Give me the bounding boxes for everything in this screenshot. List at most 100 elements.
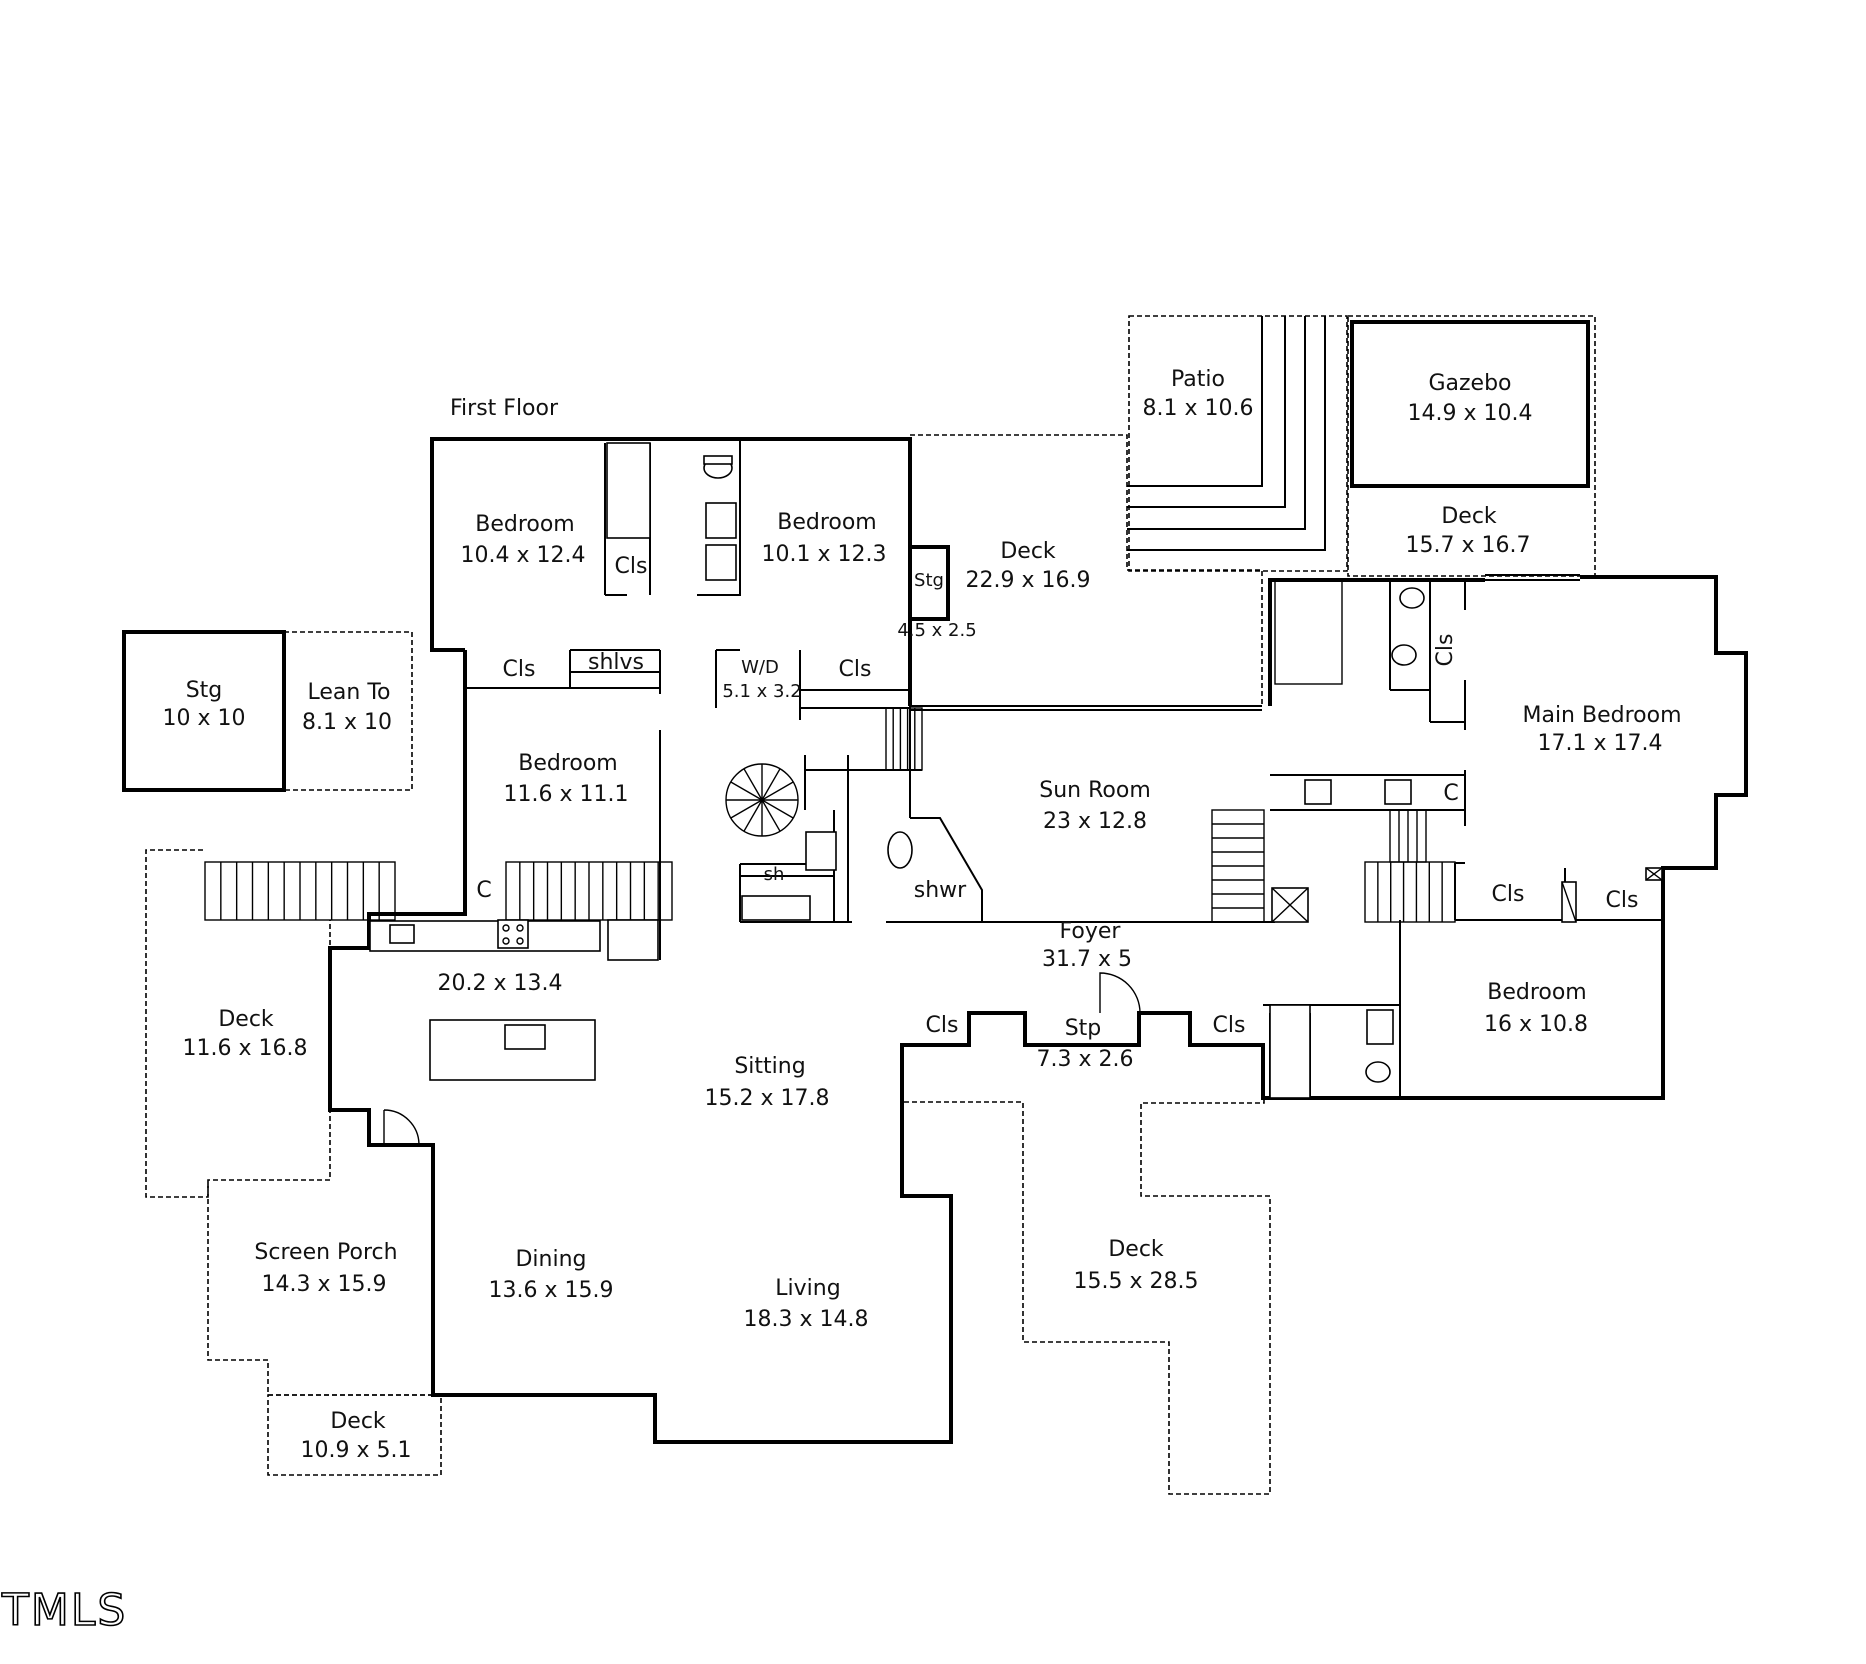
stoop-name: Stp <box>1065 1016 1102 1041</box>
gazebo-dims: 14.9 x 10.4 <box>1408 401 1533 426</box>
spiral-tread <box>730 781 763 801</box>
sink-icon <box>1384 779 1412 805</box>
closet-label: Cls <box>615 554 648 579</box>
toilet-icon <box>1399 587 1425 609</box>
patio-dims: 8.1 x 10.6 <box>1143 396 1254 421</box>
entry-door-swing <box>1099 972 1141 1014</box>
stg-outer-name: Stg <box>186 678 223 703</box>
kitchen-dims: 20.2 x 13.4 <box>438 971 563 996</box>
deck-small-name: Deck <box>330 1409 386 1434</box>
patio-outline <box>1128 315 1348 572</box>
closet-label: Cls <box>1492 882 1525 907</box>
room-labels: Stg 10 x 10 Lean To 8.1 x 10 Bedroom 10.… <box>163 367 1682 1463</box>
closet-label: Cls <box>839 657 872 682</box>
sun-room-dims: 23 x 12.8 <box>1043 809 1147 834</box>
closet-label: Cls <box>1606 888 1639 913</box>
fixtures <box>369 442 1663 1146</box>
gazebo-name: Gazebo <box>1428 371 1511 396</box>
washer-dryer-label: W/D <box>741 657 779 678</box>
annotation-labels: Cls Cls shlvs W/D 5.1 x 3.2 Cls C sh shw… <box>476 554 1638 1038</box>
closet-c-label: C <box>476 878 491 903</box>
stove-icon <box>497 919 529 949</box>
shelves-label: shlvs <box>588 650 644 675</box>
spiral-tread <box>730 799 763 819</box>
closet-label: Cls <box>1213 1013 1246 1038</box>
sitting-dims: 15.2 x 17.8 <box>705 1086 830 1111</box>
toilet-icon <box>1365 1061 1391 1083</box>
shower-sh-label: sh <box>764 864 785 885</box>
deck-south-name: Deck <box>1108 1237 1164 1262</box>
island-sink-icon <box>504 1024 546 1050</box>
deck-ne-dims: 15.7 x 16.7 <box>1406 533 1531 558</box>
bedroom-w-name: Bedroom <box>518 751 618 776</box>
bedroom-n-name: Bedroom <box>777 510 877 535</box>
small-storage <box>908 545 950 621</box>
patio-steps <box>1127 316 1326 551</box>
deck-north-outline <box>910 434 1263 706</box>
spiral-tread <box>761 781 794 801</box>
tub-icon <box>741 895 811 921</box>
shower-label: shwr <box>914 878 967 903</box>
bedroom-n-dims: 10.1 x 12.3 <box>762 542 887 567</box>
closet-c-label: C <box>1443 781 1458 806</box>
sink-icon <box>705 544 737 581</box>
stairs <box>204 707 1456 923</box>
living-dims: 18.3 x 14.8 <box>744 1307 869 1332</box>
closet-label: Cls <box>503 657 536 682</box>
bedroom-se-dims: 16 x 10.8 <box>1484 1012 1588 1037</box>
screen-porch-dims: 14.3 x 15.9 <box>262 1272 387 1297</box>
deck-north-dims: 22.9 x 16.9 <box>966 568 1091 593</box>
bedroom-w-dims: 11.6 x 11.1 <box>504 782 629 807</box>
shower-fixture <box>606 442 651 539</box>
deck-west-dims: 11.6 x 16.8 <box>183 1036 308 1061</box>
deck-ne-outline <box>1347 315 1596 577</box>
vanity-icon <box>805 831 837 871</box>
foyer-name: Foyer <box>1060 919 1122 944</box>
deck-south-outline <box>904 1100 1271 1495</box>
sink-icon <box>1366 1009 1394 1045</box>
deck-north-name: Deck <box>1000 539 1056 564</box>
dining-dims: 13.6 x 15.9 <box>489 1278 614 1303</box>
screen-porch-outline <box>207 1183 435 1396</box>
sitting-name: Sitting <box>734 1054 805 1079</box>
main-bedroom-name: Main Bedroom <box>1522 703 1681 728</box>
porch-door-swing <box>383 1109 420 1146</box>
shower-fixture <box>1269 1004 1311 1099</box>
bedroom-se-name: Bedroom <box>1487 980 1587 1005</box>
sink-icon <box>1304 779 1332 805</box>
deck-small-dims: 10.9 x 5.1 <box>301 1438 412 1463</box>
stg-small-name: Stg <box>914 570 944 591</box>
deck-small-outline <box>267 1394 442 1476</box>
screen-porch-name: Screen Porch <box>254 1240 397 1265</box>
lean-to-name: Lean To <box>308 680 391 705</box>
deck-west-outline <box>145 849 331 1198</box>
spiral-tread <box>761 768 781 801</box>
spiral-tread <box>743 768 763 801</box>
fridge-icon <box>607 919 659 961</box>
stg-outer-dims: 10 x 10 <box>163 706 246 731</box>
floor-title: First Floor <box>450 396 559 421</box>
closet-label-vertical: Cls <box>1433 634 1458 667</box>
sun-room-name: Sun Room <box>1039 778 1151 803</box>
toilet-icon <box>887 831 913 869</box>
living-name: Living <box>775 1276 840 1301</box>
mls-logo: TMLS <box>1 1585 127 1636</box>
patio-name: Patio <box>1171 367 1225 392</box>
stg-small-dims: 4.5 x 2.5 <box>897 620 976 641</box>
sink-icon <box>705 502 737 539</box>
bedroom-nw-dims: 10.4 x 12.4 <box>461 543 586 568</box>
lean-to-dims: 8.1 x 10 <box>302 710 392 735</box>
foyer-dims: 31.7 x 5 <box>1042 947 1132 972</box>
gazebo-walls <box>1350 320 1590 488</box>
sink-icon <box>389 924 415 944</box>
deck-south-dims: 15.5 x 28.5 <box>1074 1269 1199 1294</box>
dining-name: Dining <box>515 1247 586 1272</box>
spiral-tread <box>761 799 794 819</box>
exterior-walls <box>328 437 1748 1444</box>
main-bedroom-dims: 17.1 x 17.4 <box>1538 731 1663 756</box>
bedroom-nw-name: Bedroom <box>475 512 575 537</box>
toilet-icon <box>1391 644 1417 666</box>
washer-dryer-dims: 5.1 x 3.2 <box>722 681 801 702</box>
stoop-dims: 7.3 x 2.6 <box>1037 1047 1134 1072</box>
